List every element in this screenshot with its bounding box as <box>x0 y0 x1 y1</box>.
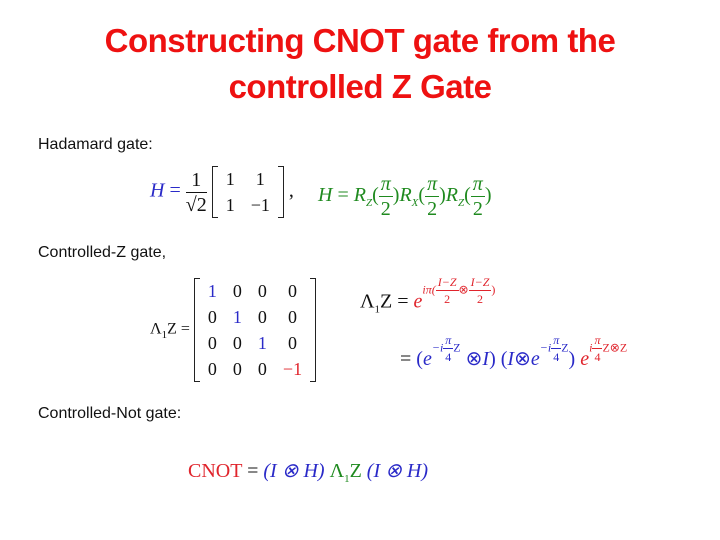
tensor-symbol: ⊗ <box>465 348 483 370</box>
z-operator: Z <box>167 320 177 338</box>
coefficient-numerator: 1 <box>185 170 207 193</box>
lambda-subscript: 1 <box>344 473 350 485</box>
cnot-label: Controlled-Not gate: <box>38 405 182 422</box>
z-operator: Z <box>349 460 362 482</box>
equals-sign: = <box>397 290 409 313</box>
controlled-z-label: Controlled-Z gate, <box>38 244 167 261</box>
hadamard-lhs: H <box>150 179 165 202</box>
right-factor: (I ⊗ H) <box>366 460 428 482</box>
matrix-cell: 0 <box>207 358 217 379</box>
matrix-cell: 0 <box>288 306 297 327</box>
lambda-symbol: Λ <box>360 290 375 313</box>
coefficient-fraction: 1 √2 <box>185 170 207 216</box>
controlled-z-matrix-formula: Λ1Z = 1 0 0 0 0 1 0 0 0 0 1 0 0 <box>150 278 317 382</box>
lambda-symbol: Λ <box>329 460 345 482</box>
title-line-2: controlled Z Gate <box>228 68 492 105</box>
slide-title: Constructing CNOT gate from the controll… <box>0 18 720 110</box>
z-operator: Z <box>380 290 393 313</box>
matrix-cell: 0 <box>288 280 297 301</box>
matrix-cell: −1 <box>282 358 303 379</box>
lambda-symbol: Λ <box>150 320 162 338</box>
rotation-axis: Z <box>458 197 465 210</box>
matrix-cell: 1 <box>225 194 235 215</box>
rotation-op: R <box>445 184 458 207</box>
cnot-formula: CNOT = (I ⊗ H) Λ1Z (I ⊗ H) <box>188 458 428 485</box>
controlled-z-matrix: 1 0 0 0 0 1 0 0 0 0 1 0 0 0 0 −1 <box>193 278 317 382</box>
matrix-cell: 0 <box>207 332 217 353</box>
matrix-cell: 0 <box>232 332 242 353</box>
matrix-cell: 1 <box>232 306 242 327</box>
left-factor: (I ⊗ H) <box>263 460 325 482</box>
equals-sign: = <box>180 320 190 338</box>
lambda-subscript: 1 <box>161 328 168 341</box>
equals-sign: = <box>247 460 259 482</box>
exp-base: e <box>413 290 423 313</box>
matrix-cell: 1 <box>255 168 265 189</box>
title-line-1: Constructing CNOT gate from the <box>104 22 616 59</box>
rotation-op: R <box>399 184 412 207</box>
hadamard-matrix-formula: H = 1 √2 1 1 1 −1 , <box>150 166 294 218</box>
rotation-op: R <box>353 184 366 207</box>
hadamard-label: Hadamard gate: <box>38 136 153 153</box>
matrix-cell: 0 <box>232 280 242 301</box>
matrix-cell: 1 <box>225 168 235 189</box>
matrix-cell: 0 <box>257 280 267 301</box>
lambda-subscript: 1 <box>374 303 381 316</box>
matrix-cell: 0 <box>257 358 267 379</box>
matrix-cell: 1 <box>207 280 217 301</box>
tensor-symbol: ⊗ <box>458 282 469 297</box>
rotation-axis: X <box>411 197 419 210</box>
matrix-cell: −1 <box>250 194 270 215</box>
matrix-cell: 1 <box>257 332 267 353</box>
equals-sign: = <box>337 184 349 207</box>
matrix-cell: 0 <box>288 332 297 353</box>
cnot-lhs: CNOT <box>188 460 243 482</box>
decomp-lhs: H <box>318 184 333 207</box>
matrix-cell: 0 <box>232 358 242 379</box>
equals-sign: = <box>169 179 181 202</box>
coefficient-denominator: √2 <box>185 193 207 216</box>
hadamard-matrix: 1 1 1 −1 <box>211 166 285 218</box>
rotation-axis: Z <box>365 197 373 210</box>
comma: , <box>288 179 294 202</box>
tensor-symbol: ⊗ <box>514 348 531 370</box>
matrix-cell: 0 <box>257 306 267 327</box>
equals-sign: = <box>400 348 412 370</box>
matrix-cell: 0 <box>207 306 217 327</box>
